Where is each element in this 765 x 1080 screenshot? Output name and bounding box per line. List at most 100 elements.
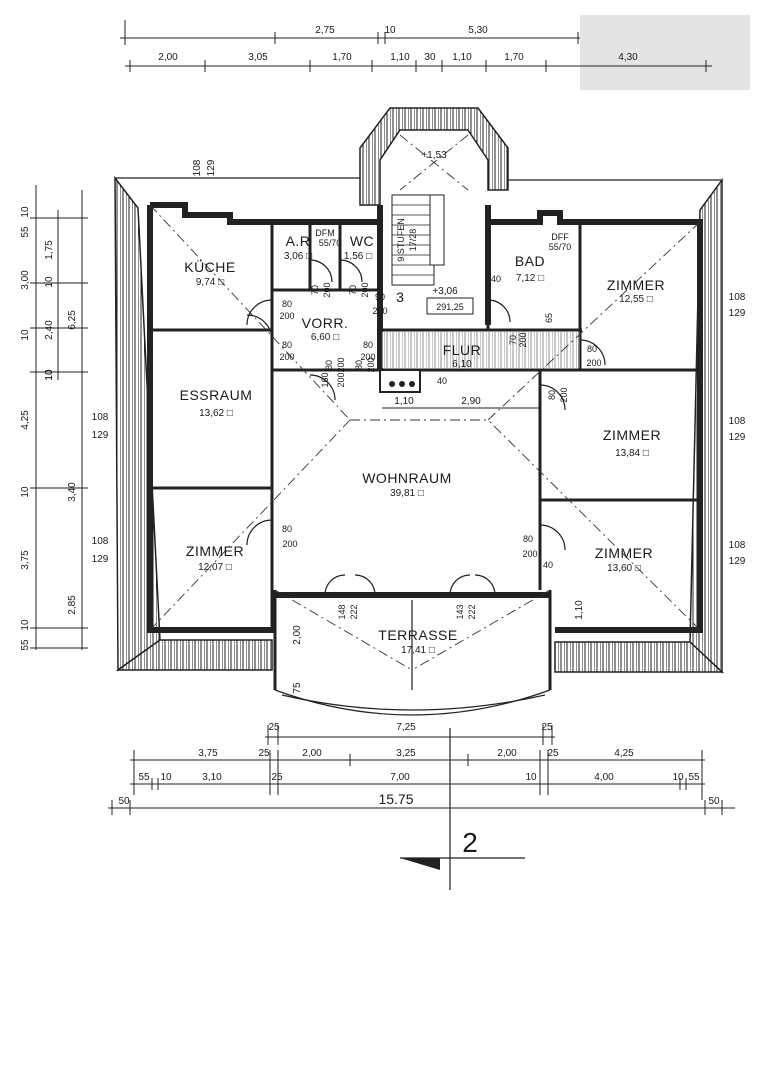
terr-door-1a: 148 xyxy=(337,604,347,619)
left-win-2b: 129 xyxy=(92,554,109,565)
door-lbl-23: 80 xyxy=(324,360,334,370)
door-lbl-9: 80 xyxy=(282,340,292,350)
right-windows: 108 129 108 129 108 129 xyxy=(729,292,746,567)
top-dim-6: 1,70 xyxy=(332,52,352,63)
room-labels: KÜCHE 9,74 □ A.R 3,06 □ WC 1,56 □ BAD 7,… xyxy=(180,233,665,656)
room-terrasse-area: 17,41 □ xyxy=(401,645,435,656)
door-lbl-11: 80 xyxy=(363,340,373,350)
left-dim-7: 2,40 xyxy=(44,320,55,340)
room-kueche-name: KÜCHE xyxy=(184,258,236,275)
left-dim-12: 10 xyxy=(44,369,55,381)
room-zimmer-ne-name: ZIMMER xyxy=(607,277,665,293)
right-win-1b: 129 xyxy=(729,308,746,319)
room-wc-area: 1,56 □ xyxy=(344,251,372,262)
bot-dim-17: 4,00 xyxy=(594,772,614,783)
top-dim-5: 3,05 xyxy=(248,52,268,63)
bot-dim-16: 10 xyxy=(525,772,537,783)
roof-lines xyxy=(149,204,701,671)
room-zimmer-e-area: 13,84 □ xyxy=(615,448,649,459)
left-dim-5: 3,00 xyxy=(20,270,31,290)
room-essraum-area: 13,62 □ xyxy=(199,408,233,419)
top-dim-1: 2,75 xyxy=(315,25,335,36)
door-lbl-30: 40 xyxy=(437,376,447,386)
door-lbl-29: 40 xyxy=(491,274,501,284)
door-lbl-10: 200 xyxy=(279,352,294,362)
top-dim-10: 1,70 xyxy=(504,52,524,63)
bot-dim-10: 4,25 xyxy=(614,748,634,759)
door-lbl-18: 200 xyxy=(586,358,601,368)
door-lbl-31: 40 xyxy=(543,560,553,570)
room-vorr-name: VORR. xyxy=(302,315,349,331)
int-dim-1: 1,10 xyxy=(394,396,414,407)
stair-tower: +1,53 xyxy=(359,107,509,206)
door-lbl-22: 200 xyxy=(522,549,537,559)
left-dim-13: 3,75 xyxy=(20,550,31,570)
bot-dim-20: 50 xyxy=(118,796,130,807)
room-flur-area: 6,10 xyxy=(452,359,472,370)
left-dim-4: 10 xyxy=(44,276,55,288)
section-marker: 2 xyxy=(400,827,525,870)
room-ar-area: 3,06 □ xyxy=(284,251,312,262)
door-lbl-16: 200 xyxy=(518,332,528,347)
left-dim-1: 10 xyxy=(20,206,31,218)
bottom-dimensions: 25 7,25 25 3,75 25 2,00 3,25 2,00 25 4,2… xyxy=(108,722,735,890)
top-dimensions: 2,75 10 5,30 2,00 3,05 1,70 1,10 30 1,10… xyxy=(120,20,712,72)
stair-level: +3,06 xyxy=(432,286,458,297)
left-win-1b: 129 xyxy=(92,430,109,441)
top-win-a: 108 xyxy=(192,159,203,176)
door-lbl-24: 200 xyxy=(336,357,346,372)
door-lbl-15: 70 xyxy=(508,335,518,345)
bot-dim-5: 25 xyxy=(258,748,270,759)
left-dim-inner-1: 6,25 xyxy=(67,310,78,330)
door-lbl-6: 200 xyxy=(360,282,370,297)
terr-door-1b: 222 xyxy=(349,604,359,619)
left-dim-10: 10 xyxy=(20,486,31,498)
left-dim-3: 1,75 xyxy=(44,240,55,260)
room-zimmer-se-area: 13,60 □ xyxy=(607,563,641,574)
door-lbl-7: 90 xyxy=(375,292,385,302)
interior-dims: 1,10 2,90 2,00 75 1,10 xyxy=(292,396,585,694)
door-lbl-19: 80 xyxy=(547,390,557,400)
door-lbl-5: 70 xyxy=(348,285,358,295)
bot-dim-12: 10 xyxy=(160,772,172,783)
room-flur-name: FLUR xyxy=(443,342,482,358)
door-lbl-2: 200 xyxy=(279,311,294,321)
interior-walls xyxy=(150,222,700,630)
door-swings xyxy=(246,259,606,596)
stair-ratio: 17/28 xyxy=(408,229,418,252)
room-zimmer-ne-area: 12,55 □ xyxy=(619,294,653,305)
top-dim-8: 30 xyxy=(424,52,436,63)
bot-dim-14: 25 xyxy=(271,772,283,783)
left-dim-8: 10 xyxy=(44,369,55,381)
stair-marker: 3 xyxy=(396,289,404,305)
top-dim-11: 4,30 xyxy=(618,52,638,63)
bot-dim-9: 25 xyxy=(547,748,559,759)
bot-dim-13: 3,10 xyxy=(202,772,222,783)
right-win-3a: 108 xyxy=(729,540,746,551)
door-lbl-12: 200 xyxy=(360,352,375,362)
door-lbl-1: 80 xyxy=(282,299,292,309)
right-win-2b: 129 xyxy=(729,432,746,443)
bot-dim-3: 25 xyxy=(541,722,553,733)
door-lbl-20: 200 xyxy=(559,387,569,402)
right-win-3b: 129 xyxy=(729,556,746,567)
room-wohnraum-area: 39,81 □ xyxy=(390,488,424,499)
room-vorr-area: 6,60 □ xyxy=(311,332,339,343)
top-dim-2: 10 xyxy=(384,25,396,36)
bot-dim-8: 2,00 xyxy=(497,748,517,759)
door-lbl-3: 70 xyxy=(310,285,320,295)
left-win-1a: 108 xyxy=(92,412,109,423)
dfm-size: 55/70 xyxy=(319,238,342,248)
bot-dim-22: 50 xyxy=(708,796,720,807)
left-dim-11: 3,40 xyxy=(67,482,78,502)
room-bad-name: BAD xyxy=(515,253,545,269)
room-wc-name: WC xyxy=(350,233,374,249)
door-lbl-27: 160 xyxy=(320,372,330,387)
left-dim-2: 55 xyxy=(20,226,31,238)
terrace xyxy=(273,590,552,716)
room-ar-name: A.R xyxy=(286,233,311,249)
room-zimmer-se-name: ZIMMER xyxy=(595,545,653,561)
room-essraum-name: ESSRAUM xyxy=(180,387,253,403)
terr-door-2a: 143 xyxy=(455,604,465,619)
